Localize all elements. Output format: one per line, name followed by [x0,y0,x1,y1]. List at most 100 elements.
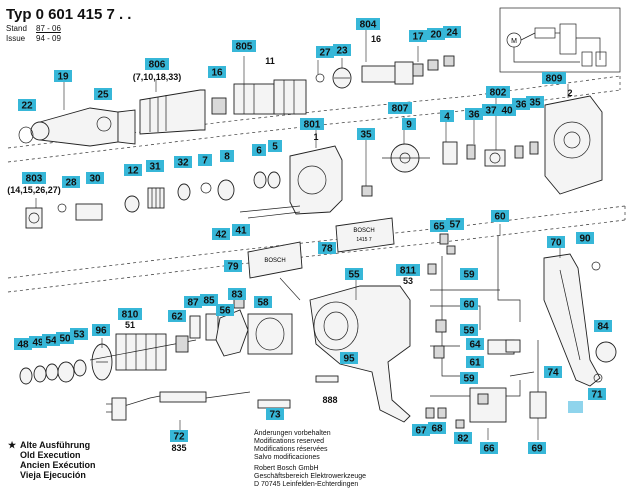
part-87 [189,315,201,339]
gear-802 [484,149,506,167]
svg-text:806: 806 [149,60,166,71]
part-65 [439,233,449,245]
svg-text:40: 40 [501,106,513,117]
svg-text:64: 64 [469,340,481,351]
part-811 [427,263,437,275]
sublabel-809: 2 [567,88,572,98]
callout-30: 30 [86,172,104,185]
chuck-803 [25,207,43,229]
part-35b [361,185,373,197]
callout-71: 71 [588,388,606,401]
svg-text:48: 48 [17,340,29,351]
brush-holder-56 [215,309,249,357]
legend-line-de: Alte Ausführung [20,440,91,450]
callout-60b: 60 [460,298,478,311]
svg-text:79: 79 [227,262,239,273]
svg-text:59: 59 [463,326,475,337]
svg-text:5: 5 [272,142,278,153]
footer-line-1: Änderungen vorbehalten [254,430,331,437]
callout-807: 807 [388,102,412,115]
svg-text:7: 7 [202,156,208,167]
svg-text:32: 32 [177,158,189,169]
svg-text:17: 17 [412,32,424,43]
svg-text:8: 8 [224,152,230,163]
callout-59c: 59 [460,372,478,385]
issue-line: Issue 94 - 09 [6,34,131,43]
svg-text:90: 90 [579,234,591,245]
callout-5: 5 [268,140,282,153]
svg-text:71: 71 [591,390,603,401]
part-36b [514,145,524,159]
footer-line-4: Salvo modificaciones [254,454,320,461]
gear-807 [382,143,430,173]
svg-text:805: 805 [236,42,253,53]
callout-79: 79 [224,260,242,273]
svg-text:28: 28 [65,178,77,189]
footer-company: Robert Bosch GmbH [254,465,319,472]
ring-5 [267,171,281,189]
spindle-805 [233,79,307,115]
screw-41 [247,211,301,219]
callout-55: 55 [345,268,363,281]
sticker-79-text: BOSCH [264,258,285,264]
knob-84 [595,341,617,363]
callout-22: 22 [18,99,36,112]
housing-801 [289,145,343,215]
svg-text:42: 42 [215,230,227,241]
callout-65: 65 [430,220,448,233]
callout-9: 9 [402,118,416,131]
svg-text:66: 66 [483,444,495,455]
part-17 [412,63,424,77]
callout-809: 809 [542,72,566,85]
sublabel-72: 835 [171,443,186,453]
svg-text:50: 50 [59,334,71,345]
sublabel-95: 888 [322,395,337,405]
footer-line-2: Modifications reserved [254,438,325,445]
gear-housing-809 [544,95,603,195]
callout-4: 4 [440,110,454,123]
svg-text:20: 20 [430,30,442,41]
power-cord-72 [106,391,251,421]
issue-label: Issue [6,34,26,43]
sublabel-805: 11 [265,56,275,66]
callout-67: 67 [412,424,430,437]
ring-25 [96,116,112,132]
ring-8 [217,179,235,201]
legend-line-en: Old Execution [20,450,81,460]
part-57 [446,245,456,255]
callout-17: 17 [409,30,427,43]
callout-64: 64 [466,338,484,351]
footer-line-3: Modifications réservées [254,446,328,453]
svg-text:57: 57 [449,220,461,231]
callout-61: 61 [466,356,484,369]
ring-27 [315,73,325,83]
callout-27: 27 [316,46,334,59]
svg-text:36: 36 [515,100,527,111]
svg-text:807: 807 [392,104,409,115]
callout-7: 7 [198,154,212,167]
svg-text:36: 36 [468,110,480,121]
issue-value: 94 - 09 [36,34,61,43]
part-35 [529,141,539,155]
stand-value: 87 - 06 [36,24,61,33]
svg-text:24: 24 [446,28,458,39]
type-label: Typ [6,6,32,23]
callout-37: 37 [482,104,500,117]
svg-text:30: 30 [89,174,101,185]
svg-text:68: 68 [431,424,443,435]
callout-85: 85 [200,294,218,307]
callout-96: 96 [92,324,110,337]
bearing-18 [211,97,227,115]
part-20 [427,59,439,71]
svg-text:804: 804 [360,20,377,31]
callout-68: 68 [428,422,446,435]
lead-74 [509,371,535,377]
screw-42 [239,205,301,213]
svg-text:801: 801 [304,120,321,131]
part-68 [437,407,447,419]
spring-31 [147,187,165,209]
part-67 [425,407,435,419]
svg-text:41: 41 [235,226,247,237]
part-59b [435,319,447,333]
ring-12 [124,195,140,213]
